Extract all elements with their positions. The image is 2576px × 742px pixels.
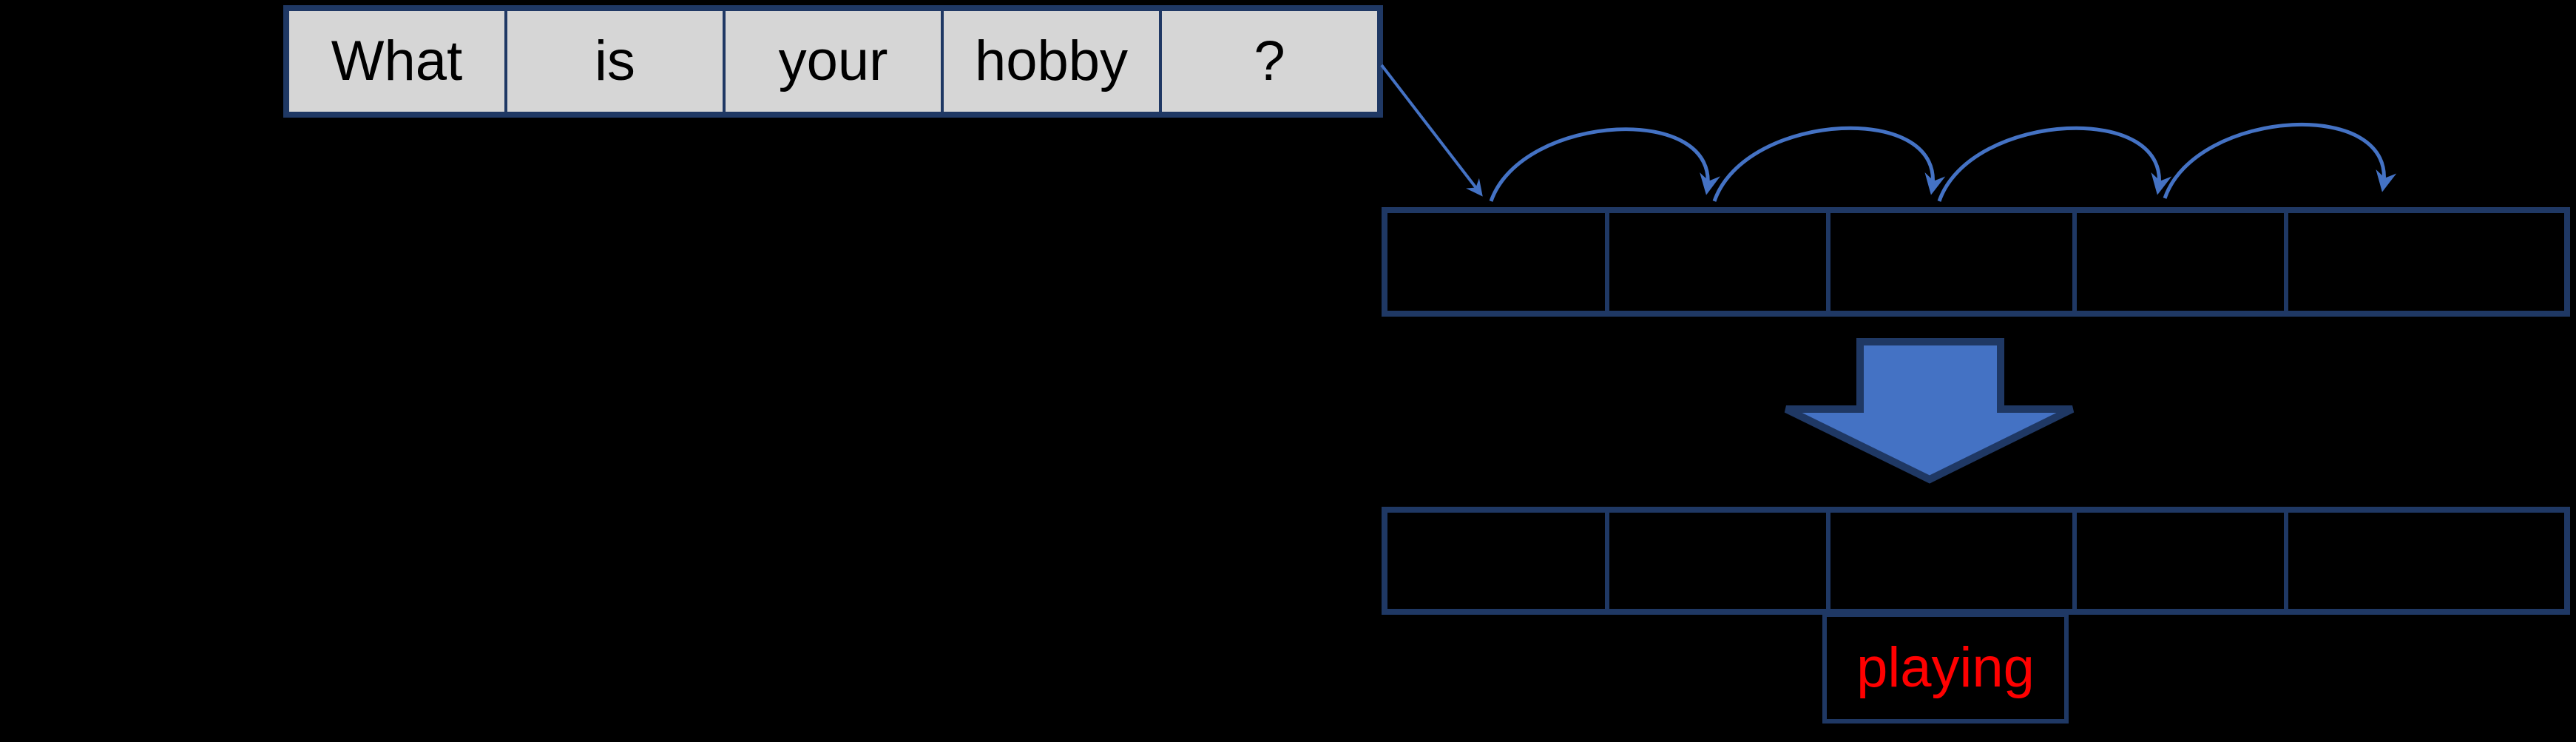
empty-slot-cell (1387, 213, 1605, 311)
diagonal-arrow-icon (1380, 64, 1483, 197)
hop-slot-row (1382, 207, 2570, 317)
empty-slot-cell (1826, 513, 2072, 609)
empty-slot-cell (1826, 213, 2072, 311)
empty-slot-cell (1605, 213, 1826, 311)
curved-hop-arrow-icon (1489, 127, 1720, 202)
empty-slot-cell (2283, 513, 2564, 609)
empty-slot-cell (2283, 213, 2564, 311)
word-cell: your (723, 11, 941, 112)
word-cell: What (289, 11, 504, 112)
empty-slot-cell (1387, 513, 1605, 609)
word-cell: hobby (941, 11, 1159, 112)
empty-slot-cell (1605, 513, 1826, 609)
output-word-box: playing (1822, 613, 2069, 724)
empty-slot-cell (2072, 213, 2284, 311)
empty-slot-cell (2072, 513, 2284, 609)
curved-hop-arrow-icon (2163, 122, 2397, 199)
big-down-arrow-icon (1784, 338, 2075, 484)
output-slot-row (1382, 507, 2570, 615)
curved-hop-arrow-icon (1712, 126, 1946, 202)
curved-hop-arrow-icon (1937, 126, 2172, 202)
word-cell: is (504, 11, 723, 112)
word-cell: ? (1159, 11, 1377, 112)
